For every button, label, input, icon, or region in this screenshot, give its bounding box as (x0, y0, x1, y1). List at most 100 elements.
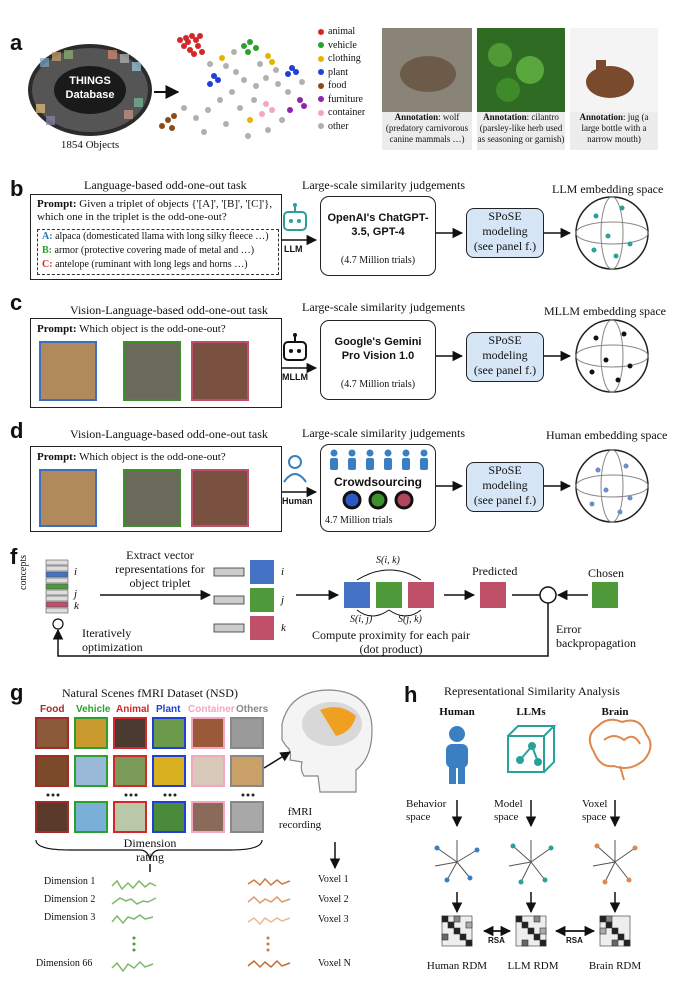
d-trials: 4.7 Million trials (325, 515, 393, 526)
f-chosen-label: Chosen (588, 566, 624, 580)
g-voxel-1: Voxel 1 (318, 874, 349, 885)
c-trials: (4.7 Million trials) (340, 379, 416, 390)
h-col-human: Human (439, 706, 475, 718)
g-voxel-3: Voxel 3 (318, 914, 349, 925)
b-spose-box: SPoSE modeling (see panel f.) (466, 208, 544, 258)
b-option-c: C: antelope (ruminant with long legs and… (42, 259, 248, 270)
legend-label: clothing (328, 53, 361, 64)
legend-dot-icon (318, 96, 324, 103)
nsd-image-grid (35, 717, 264, 833)
d-alpaca-image (39, 469, 97, 527)
legend-dot-icon (318, 28, 324, 35)
g-category-animal: Animal (116, 704, 150, 715)
mllm-robot-icon (283, 333, 307, 361)
c-spose-box: SPoSE modeling (see panel f.) (466, 332, 544, 382)
d-agent-label: Human (282, 496, 313, 506)
h-brain-rdm: Brain RDM (588, 960, 642, 972)
g-voxel-2: Voxel 2 (318, 894, 349, 905)
things-caption: 1854 Objects (60, 139, 120, 151)
c-model-name: Google's Gemini Pro Vision 1.0 (334, 336, 422, 362)
c-task-title: Vision-Language-based odd-one-out task (70, 303, 268, 317)
h-title: Representational Similarity Analysis (444, 684, 620, 698)
legend-dot-icon (318, 69, 324, 76)
legend-item-clothing: clothing (318, 53, 361, 64)
human-person-icon (283, 455, 307, 483)
voxel-traces (247, 877, 291, 969)
things-title-line2: Database (65, 89, 115, 101)
legend-label: other (328, 120, 349, 132)
f-concepts-label: concepts (18, 555, 29, 590)
f-sjk: S(j, k) (398, 614, 422, 625)
human-embedding-sphere (575, 449, 649, 523)
g-category-plant: Plant (156, 704, 181, 715)
c-agent-label: MLLM (282, 372, 308, 382)
d-spose-box: SPoSE modeling (see panel f.) (466, 462, 544, 512)
loop-icon (52, 618, 64, 630)
legend-dot-icon (318, 109, 324, 116)
head-brain-icon (281, 689, 373, 793)
g-dim-2: Dimension 2 (44, 894, 96, 905)
panel-h-letter: h (404, 682, 418, 707)
human-vector-star (434, 840, 480, 883)
error-node (539, 586, 557, 604)
b-judgement-title: Large-scale similarity judgements (302, 178, 466, 192)
g-title: Natural Scenes fMRI Dataset (NSD) (62, 686, 238, 700)
h-rsa-1: RSA (488, 936, 505, 945)
chosen-block (592, 582, 618, 608)
panel-c-letter: c (10, 290, 23, 315)
g-category-others: Others (236, 704, 269, 715)
llm-vector-star (508, 840, 554, 885)
legend-item-container: container (318, 107, 365, 118)
legend-dot-icon (318, 42, 324, 49)
g-voxel-n: Voxel N (318, 958, 351, 969)
d-judgement-title: Large-scale similarity judgements (302, 426, 466, 440)
panel-g-letter: g (10, 680, 24, 705)
f-sij: S(i, j) (350, 614, 373, 625)
c-space-title: MLLM embedding space (544, 304, 666, 318)
b-prompt-box: Prompt: Given a triplet of objects {'[A]… (30, 194, 282, 280)
b-trials: (4.7 Million trials) (340, 255, 416, 266)
panel-d-letter: d (10, 418, 24, 443)
g-dim-1: Dimension 1 (44, 876, 96, 887)
g-dim-3: Dimension 3 (44, 912, 96, 923)
legend-dot-icon (318, 123, 324, 130)
f-row-j: j (74, 588, 78, 600)
brain-icon (588, 718, 652, 781)
legend-item-other: other (318, 121, 349, 132)
b-prompt: Prompt: Given a triplet of objects {'[A]… (37, 198, 273, 223)
b-task-title: Language-based odd-one-out task (84, 178, 247, 192)
d-antelope-image (191, 469, 249, 527)
f-sik: S(i, k) (376, 555, 400, 566)
pairwise-blocks (344, 569, 434, 617)
mllm-embedding-sphere (575, 319, 649, 393)
b-option-a: A: alpaca (domesticated llama with long … (42, 231, 269, 242)
llm-robot-icon (283, 203, 307, 231)
h-col-brain: Brain (601, 706, 629, 718)
cilantro-annotation: Annotation: cilantro (parsley-like herb … (477, 112, 565, 150)
legend-label: food (328, 80, 347, 91)
brain-vector-star (592, 840, 638, 885)
d-crowd-box: Crowdsourcing 4.7 Million trials (320, 444, 436, 532)
b-model-name: OpenAI's ChatGPT-3.5, GPT-4 (327, 212, 429, 238)
legend-item-food: food (318, 80, 346, 91)
c-antelope-image (191, 341, 249, 401)
f-vec-j: j (281, 594, 285, 606)
b-space-title: LLM embedding space (552, 182, 664, 196)
d-prompt: Prompt: Which object is the odd-one-out? (37, 451, 226, 463)
d-task-title: Vision-Language-based odd-one-out task (70, 427, 268, 441)
g-category-container: Container (188, 704, 235, 715)
panel-b-letter: b (10, 176, 24, 201)
d-space-title: Human embedding space (546, 428, 668, 442)
d-armor-image (123, 469, 181, 527)
dimension-traces (111, 879, 157, 973)
c-alpaca-image (39, 341, 97, 401)
crowd-people-icons (330, 449, 428, 470)
things-embedding-scatter (159, 33, 307, 139)
f-compute-label: Compute proximity for each pair(dot prod… (312, 628, 470, 656)
h-col-llms: LLMs (516, 706, 546, 718)
